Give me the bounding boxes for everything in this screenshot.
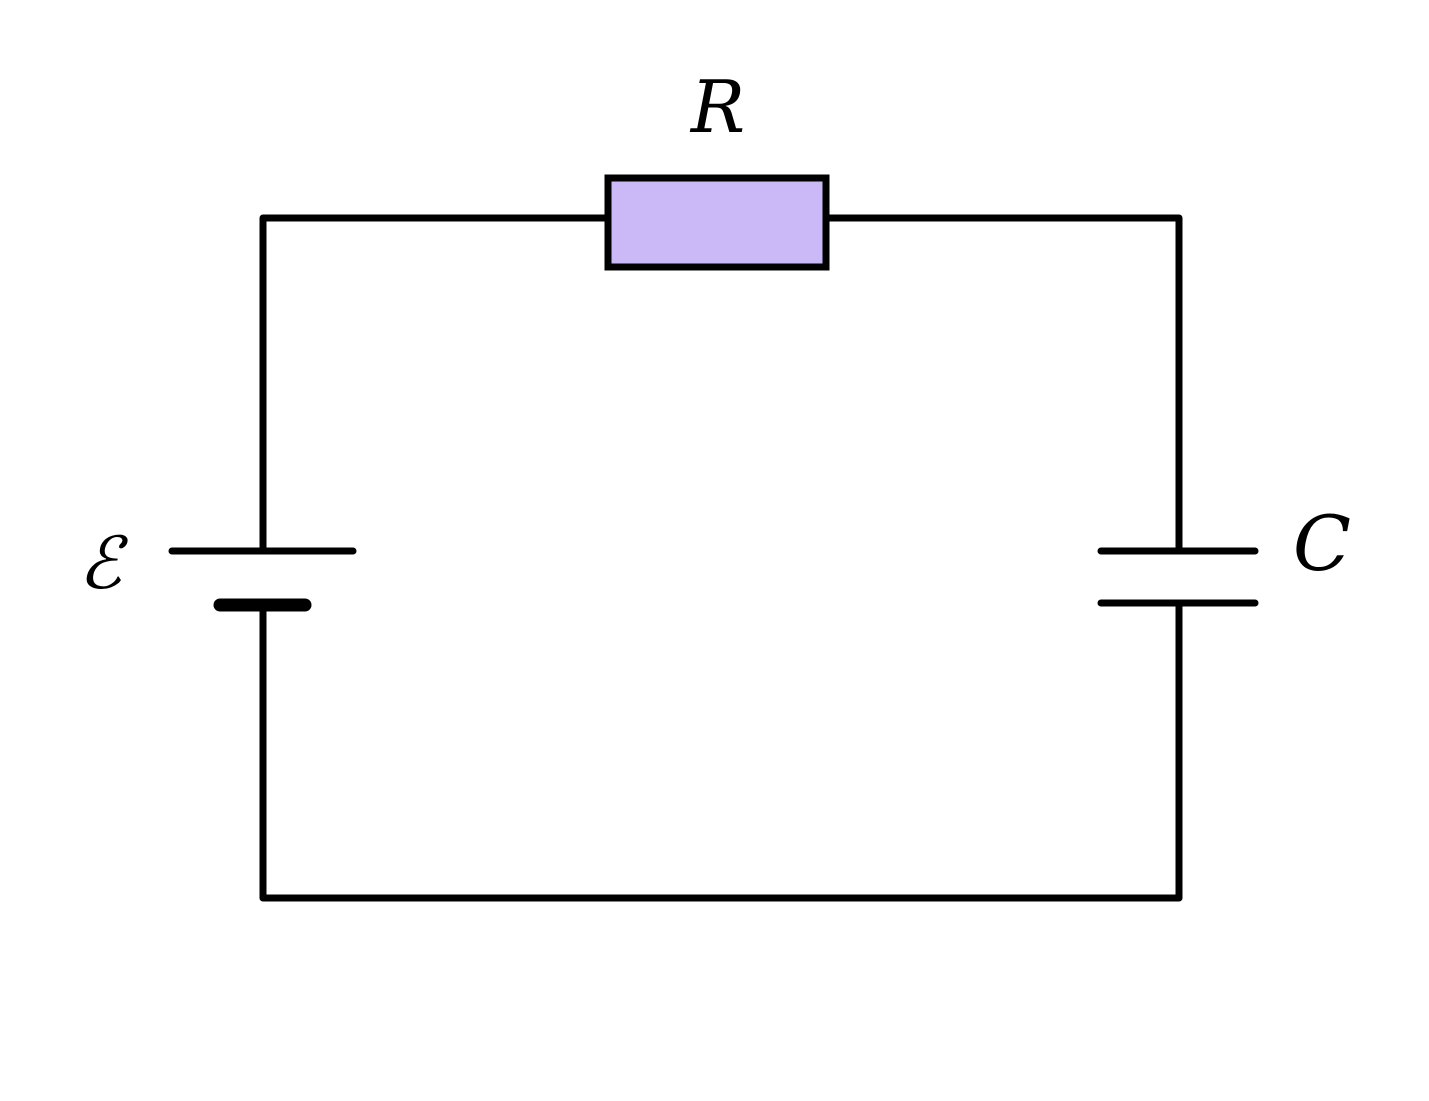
- resistor: R: [604, 65, 830, 271]
- battery: ℰ: [78, 521, 357, 612]
- resistor-body: [604, 174, 830, 271]
- wire-top-right: [822, 214, 1183, 555]
- wire-left-top: [259, 214, 612, 552]
- wire-bottom-loop: [259, 599, 1183, 902]
- emf-label: ℰ: [78, 521, 128, 605]
- resistor-label: R: [689, 65, 745, 149]
- circuit-wires: [259, 214, 1183, 902]
- capacitor: C: [1097, 499, 1351, 607]
- capacitor-label: C: [1293, 499, 1351, 588]
